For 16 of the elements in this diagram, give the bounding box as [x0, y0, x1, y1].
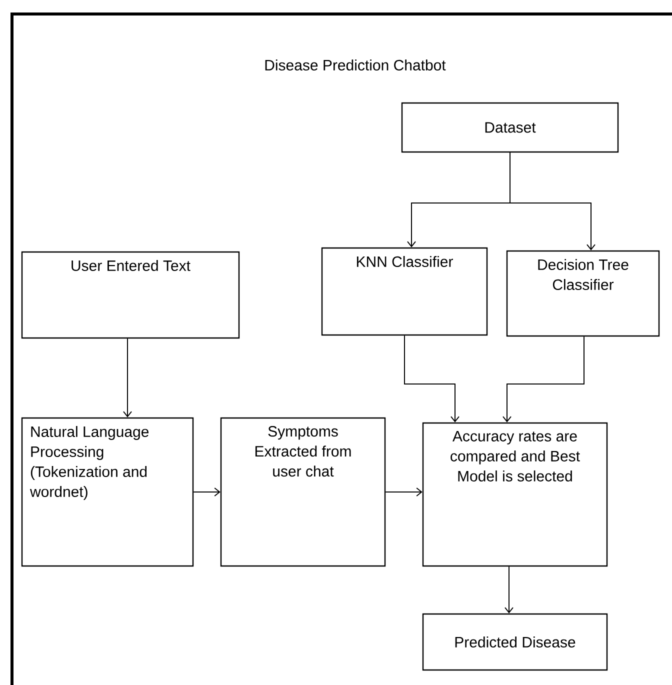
process-box: Symptoms Extracted from user chat [220, 417, 386, 567]
arrow [510, 152, 596, 250]
process-box: Decision Tree Classifier [506, 250, 660, 337]
arrow [502, 336, 584, 422]
title: Disease Prediction Chatbot [265, 60, 446, 70]
arrow [385, 488, 422, 496]
process-box: KNN Classifier [321, 247, 488, 336]
process-box: Accuracy rates are compared and Best Model is selected [422, 422, 608, 567]
process-box: Natural Language Processing (Tokenization and wordnet) [21, 417, 194, 567]
arrow [193, 488, 220, 496]
process-box: Predicted Disease [422, 613, 608, 671]
process-box: User Entered Text [21, 251, 240, 339]
arrow [404, 335, 460, 422]
process-box: Dataset [401, 102, 619, 153]
arrow [123, 338, 132, 418]
arrow [504, 566, 514, 614]
